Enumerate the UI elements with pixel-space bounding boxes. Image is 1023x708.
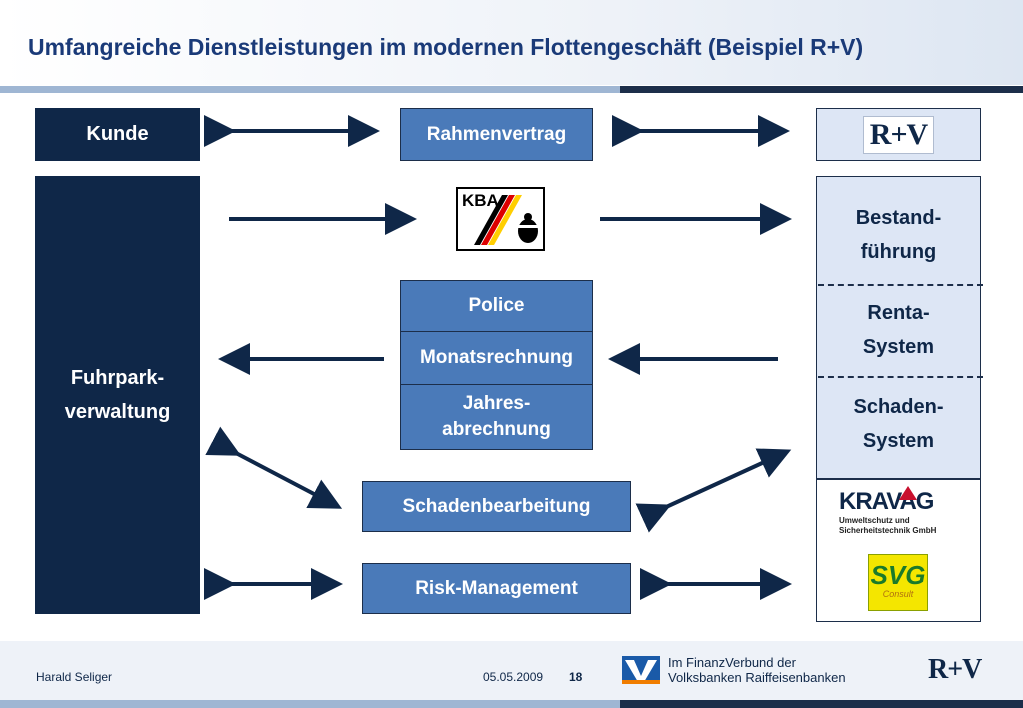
dashed-divider	[818, 376, 983, 378]
footer-rv-logo: R+V	[928, 654, 982, 685]
rahmenvertrag-label: Rahmenvertrag	[426, 123, 567, 145]
footer-rule-light	[0, 700, 620, 708]
kunde-label: Kunde	[86, 123, 149, 145]
svg-logo-sub: Consult	[882, 589, 914, 599]
fuhrpark-line2: verwaltung	[64, 401, 171, 423]
system-column: Bestand-führung Renta- System Schaden- Sys…	[816, 176, 981, 479]
footer-page-number: 18	[569, 670, 583, 684]
kravag-logo: KRAVAG Umweltschutz und Sicherheitstechn…	[839, 488, 959, 536]
bestand-line2: führung	[860, 241, 937, 263]
finanzverbund-text: Im FinanzVerbund der Volksbanken Raiffei…	[668, 655, 846, 685]
kba-stripe-black	[474, 195, 508, 245]
fuhrpark-box: Fuhrpark-verwaltung	[35, 176, 200, 614]
schadenbearbeitung-label: Schadenbearbeitung	[402, 495, 591, 517]
rv-logo: R+V	[862, 115, 935, 154]
jahres-line2: abrechnung	[442, 419, 551, 440]
renta-system-label: Renta- System	[817, 296, 980, 364]
kba-logo-text: KBA	[462, 191, 499, 210]
risk-management-box: Risk-Management	[362, 563, 631, 614]
kba-stripe-gold	[488, 195, 522, 245]
footer-author: Harald Seliger	[36, 670, 113, 684]
schaden-line1: Schaden-	[853, 396, 944, 418]
arrow-schaden-system	[635, 448, 792, 533]
jahresabrechnung-box: Jahres-abrechnung	[400, 384, 593, 450]
header	[0, 0, 1023, 85]
svg-logo-text: SVG	[870, 560, 926, 590]
footer	[0, 641, 1023, 701]
kravag-sub-1: Umweltschutz und	[839, 516, 910, 525]
fuhrpark-line1: Fuhrpark-	[70, 367, 165, 389]
renta-line2: System	[862, 336, 935, 358]
arrow-fuhrpark-schaden	[205, 426, 343, 509]
header-rule-light	[0, 86, 620, 93]
schaden-line2: System	[862, 430, 935, 452]
police-box: Police	[400, 280, 593, 332]
schadenbearbeitung-box: Schadenbearbeitung	[362, 481, 631, 532]
partner-logos-box: KRAVAG Umweltschutz und Sicherheitstechn…	[816, 479, 981, 622]
rv-logo-text: R+V	[869, 117, 928, 151]
police-label: Police	[468, 295, 525, 316]
kravag-logo-text: KRAVAG	[839, 488, 934, 515]
svg-logo: SVG Consult	[868, 554, 928, 611]
kba-stripe-red	[481, 195, 515, 245]
kravag-accent-icon	[899, 486, 917, 500]
kunde-box: Kunde	[35, 108, 200, 161]
jahres-line1: Jahres-	[462, 393, 531, 414]
eagle-icon	[518, 213, 538, 243]
kba-logo: KBA	[456, 187, 545, 251]
bestand-line1: Bestand-	[855, 207, 942, 229]
monatsrechnung-label: Monatsrechnung	[419, 347, 574, 368]
rv-logo-box: R+V	[816, 108, 981, 161]
finanz-line1: Im FinanzVerbund der	[668, 655, 796, 670]
renta-line1: Renta-	[867, 302, 930, 324]
kravag-sub-2: Sicherheitstechnik GmbH	[839, 526, 937, 535]
rahmenvertrag-box: Rahmenvertrag	[400, 108, 593, 161]
schaden-system-label: Schaden- System	[817, 390, 980, 458]
page-title: Umfangreiche Dienstleistungen im moderne…	[28, 34, 864, 60]
vr-bank-icon	[622, 656, 660, 684]
finanz-line2: Volksbanken Raiffeisenbanken	[668, 670, 846, 685]
footer-date: 05.05.2009	[483, 670, 544, 684]
dashed-divider	[818, 284, 983, 286]
risk-management-label: Risk-Management	[415, 577, 578, 599]
monatsrechnung-box: Monatsrechnung	[400, 331, 593, 385]
bestandfuehrung-label: Bestand-führung	[817, 201, 980, 269]
